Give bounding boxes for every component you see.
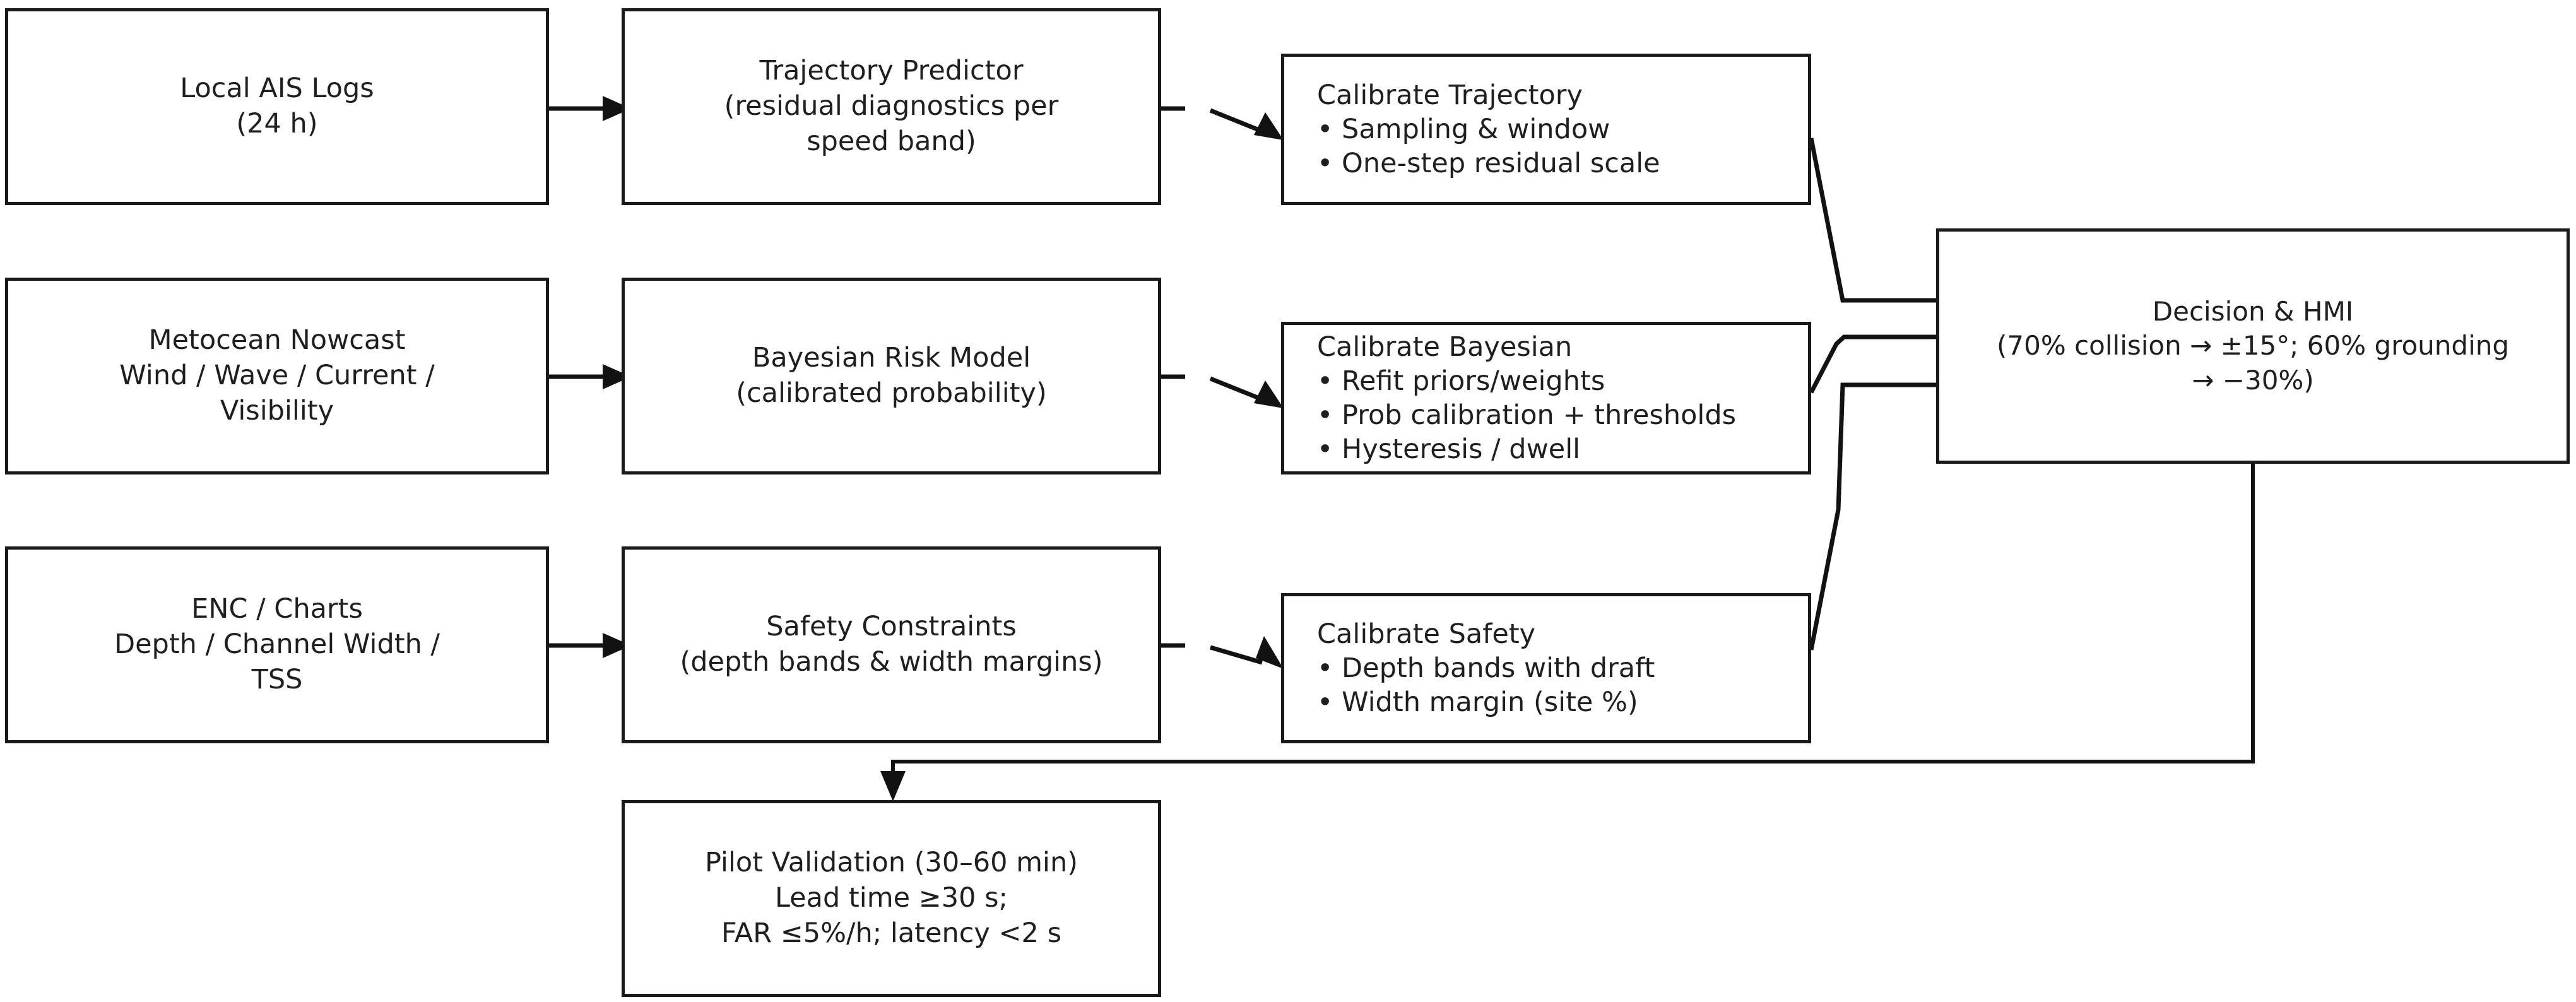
node-pilot-validation[interactable]: Pilot Validation (30–60 min) Lead time ≥… xyxy=(622,800,1161,997)
node-calibrate-safety-label: Calibrate Safety • Depth bands with draf… xyxy=(1317,618,1655,719)
node-local-ais-logs-label: Local AIS Logs (24 h) xyxy=(180,73,374,139)
node-metocean-nowcast[interactable]: Metocean Nowcast Wind / Wave / Current /… xyxy=(5,278,549,474)
node-calibrate-trajectory-label: Calibrate Trajectory • Sampling & window… xyxy=(1317,79,1660,180)
node-pilot-validation-label: Pilot Validation (30–60 min) Lead time ≥… xyxy=(705,847,1078,949)
node-trajectory-predictor[interactable]: Trajectory Predictor (residual diagnosti… xyxy=(622,8,1161,205)
node-enc-charts-label: ENC / Charts Depth / Channel Width / TSS xyxy=(114,593,440,695)
node-calibrate-bayesian[interactable]: Calibrate Bayesian • Refit priors/weight… xyxy=(1281,322,1811,474)
node-local-ais-logs[interactable]: Local AIS Logs (24 h) xyxy=(5,8,549,205)
node-trajectory-predictor-label: Trajectory Predictor (residual diagnosti… xyxy=(724,55,1059,157)
node-metocean-nowcast-label: Metocean Nowcast Wind / Wave / Current /… xyxy=(119,324,435,427)
node-calibrate-trajectory[interactable]: Calibrate Trajectory • Sampling & window… xyxy=(1281,54,1811,205)
node-safety-constraints[interactable]: Safety Constraints (depth bands & width … xyxy=(622,546,1161,743)
edge-trajectory-to-calibrate-trajectory xyxy=(1161,106,1284,140)
node-enc-charts[interactable]: ENC / Charts Depth / Channel Width / TSS xyxy=(5,546,549,743)
edge-bayesian-to-calibrate-bayesian xyxy=(1161,374,1284,408)
node-calibrate-safety[interactable]: Calibrate Safety • Depth bands with draf… xyxy=(1281,593,1811,743)
node-decision-hmi[interactable]: Decision & HMI (70% collision → ±15°; 60… xyxy=(1936,228,2570,464)
node-bayesian-risk-model-label: Bayesian Risk Model (calibrated probabil… xyxy=(736,342,1047,409)
edge-safety-to-calibrate-safety xyxy=(1161,636,1284,669)
node-bayesian-risk-model[interactable]: Bayesian Risk Model (calibrated probabil… xyxy=(622,278,1161,474)
node-calibrate-bayesian-label: Calibrate Bayesian • Refit priors/weight… xyxy=(1317,331,1737,466)
node-safety-constraints-label: Safety Constraints (depth bands & width … xyxy=(680,611,1103,678)
node-decision-hmi-label: Decision & HMI (70% collision → ±15°; 60… xyxy=(1996,295,2510,396)
